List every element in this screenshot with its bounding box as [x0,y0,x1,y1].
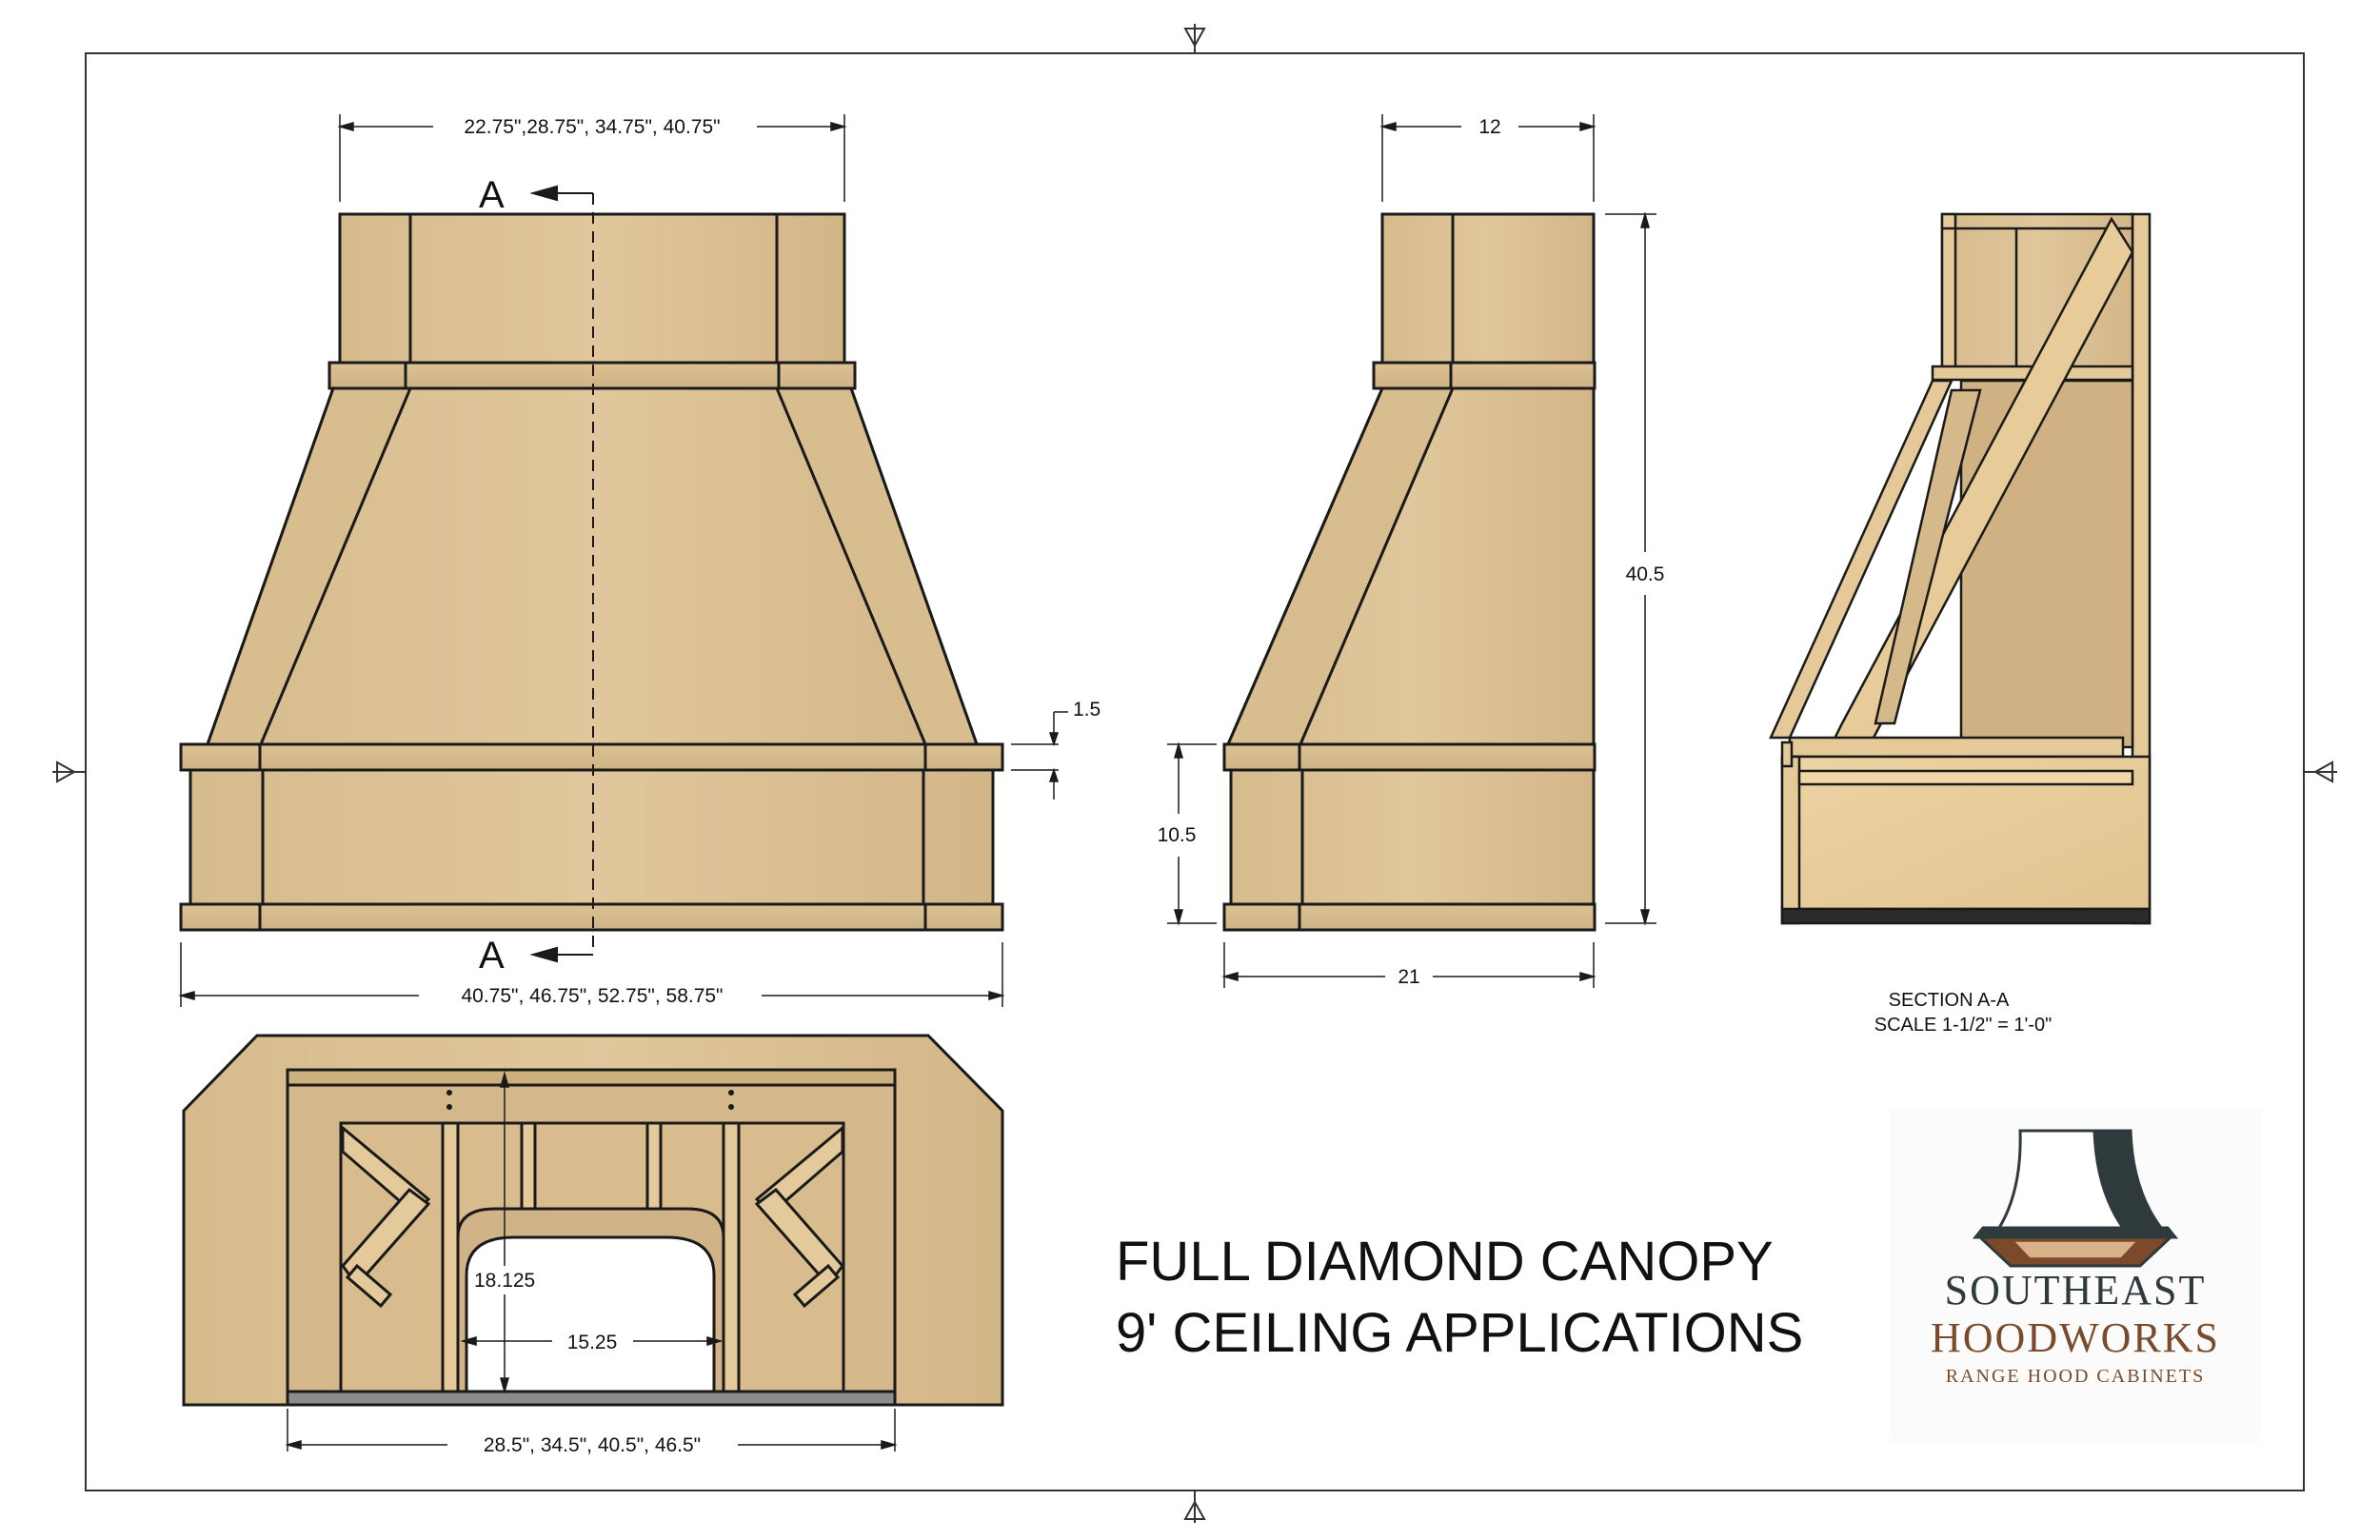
front-dim-lines [178,114,1068,1007]
title-line-1: FULL DIAMOND CANOPY [1116,1231,1774,1293]
section-marker-top: A [479,174,505,216]
bottom-dots [446,1090,734,1110]
bottom-opening-width-dim: 15.25 [567,1332,618,1353]
section-marker-bottom: A [479,935,505,977]
section-view [1769,212,2152,925]
bottom-width-dim: 28.5", 34.5", 40.5", 46.5" [484,1434,701,1456]
brand-logo: SOUTHEAST HOODWORKS RANGE HOOD CABINETS [1890,1109,2261,1442]
brand-name-line-2: HOODWORKS [1931,1314,2220,1361]
section-cut-line [529,185,594,963]
side-dim-lines [1167,114,1656,988]
bottom-view [182,1034,1004,1407]
side-depth-dim: 21 [1398,966,1419,988]
center-markers [52,24,2337,1523]
bottom-depth-dim: 18.125 [474,1270,535,1292]
front-band-dim: 1.5 [1073,699,1101,721]
bottom-dim-lines [285,1071,898,1451]
front-view [179,212,1004,932]
brand-tagline: RANGE HOOD CABINETS [1946,1366,2205,1387]
section-label: SECTION A-A [1889,990,2010,1011]
title-line-2: 9' CEILING APPLICATIONS [1116,1302,1803,1364]
side-base-height-dim: 10.5 [1158,824,1197,846]
section-scale: SCALE 1-1/2" = 1'-0" [1874,1015,2052,1036]
front-bottom-width-dim: 40.75", 46.75", 52.75", 58.75" [461,985,723,1007]
side-top-width-dim: 12 [1478,116,1500,138]
side-view [1222,212,1597,932]
brand-name-line-1: SOUTHEAST [1945,1267,2207,1313]
range-hood-icon [1972,1129,2179,1268]
side-height-dim: 40.5 [1626,563,1665,585]
front-top-width-dim: 22.75",28.75", 34.75", 40.75" [464,116,720,138]
